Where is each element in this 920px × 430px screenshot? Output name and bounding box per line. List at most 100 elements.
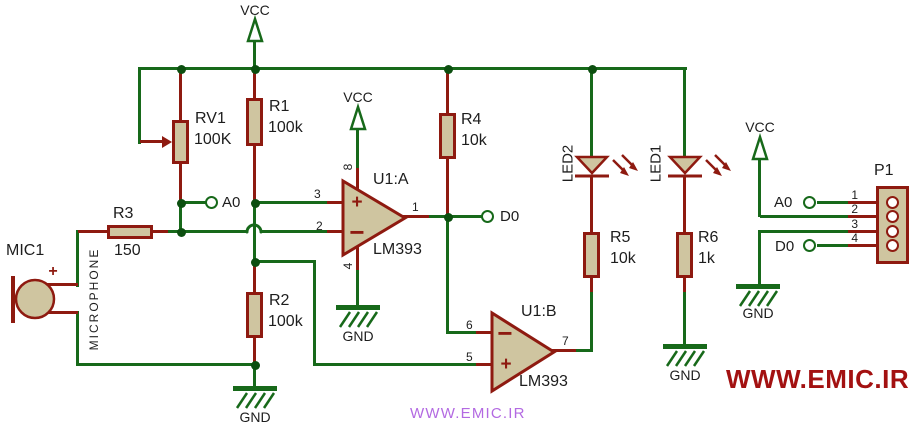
wire-hop-icon <box>245 223 263 234</box>
wire <box>78 363 257 366</box>
u1a-minus-sign: − <box>349 217 365 247</box>
u1b-pin7-label: 7 <box>562 334 569 348</box>
wire <box>446 217 449 334</box>
r1-value-label: 100k <box>268 119 303 136</box>
pin-lead <box>46 311 78 314</box>
pin-lead <box>848 201 886 204</box>
vcc-arrow-icon <box>246 14 264 43</box>
p1-pin1-number: 1 <box>851 188 858 202</box>
junction-dot <box>177 199 186 208</box>
pin-lead <box>476 363 493 366</box>
pin-lead <box>848 215 886 218</box>
wire <box>356 129 359 170</box>
wire <box>315 363 492 366</box>
rv1-value-label: 100K <box>194 131 232 148</box>
pin-lead <box>848 230 886 233</box>
u1a-plus-sign: + <box>351 192 363 213</box>
pin-lead <box>78 230 107 233</box>
gnd-label-u1a: GND <box>342 328 374 344</box>
wire <box>138 67 141 144</box>
r6-ref-label: R6 <box>698 229 719 246</box>
terminal-d0-left-label: D0 <box>500 208 520 225</box>
pin-lead <box>356 244 359 270</box>
pin-lead <box>253 146 256 205</box>
u1a-pin4-label: 4 <box>341 262 355 270</box>
pin-lead <box>476 331 493 334</box>
pin-lead <box>327 201 344 204</box>
u1b-plus-sign: + <box>500 354 512 375</box>
p1-pin-1 <box>886 196 899 209</box>
u1b-part-label: LM393 <box>519 373 568 390</box>
pin-lead <box>179 70 182 120</box>
wire <box>313 260 316 366</box>
wire <box>262 230 343 233</box>
gnd-symbol-icon <box>663 344 707 367</box>
junction-dot <box>251 361 260 370</box>
wire <box>758 231 761 285</box>
led1-icon <box>667 154 731 178</box>
pin-lead <box>446 158 449 218</box>
terminal-a0-left-label: A0 <box>222 194 241 211</box>
pin-lead <box>446 70 449 113</box>
junction-dot <box>588 65 597 74</box>
wire <box>255 260 315 263</box>
resistor-r6-body <box>676 232 693 278</box>
wire <box>683 67 686 158</box>
vcc-label-top: VCC <box>240 2 270 18</box>
resistor-r1-body <box>246 98 263 146</box>
p1-pin-4 <box>886 239 899 252</box>
r5-value-label: 10k <box>610 250 636 267</box>
u1a-part-label: LM393 <box>373 241 422 258</box>
wire <box>181 201 207 204</box>
pin-lead <box>356 168 359 194</box>
junction-dot <box>251 258 260 267</box>
u1a-pin1-label: 1 <box>412 200 419 214</box>
wire <box>403 215 482 218</box>
u1a-pin8-label: 8 <box>341 163 355 171</box>
junction-dot <box>444 213 453 222</box>
wire <box>590 67 593 158</box>
watermark-text: WWW.EMIC.IR <box>410 405 526 422</box>
gnd-symbol-icon <box>336 305 380 328</box>
wire <box>758 230 880 233</box>
junction-dot <box>444 65 453 74</box>
r6-value-label: 1k <box>698 250 715 267</box>
p1-ref-label: P1 <box>874 162 894 179</box>
microphone-icon <box>11 276 56 323</box>
r2-value-label: 100k <box>268 313 303 330</box>
terminal-a0-right <box>803 196 816 209</box>
wire <box>590 290 593 352</box>
wire <box>140 67 687 70</box>
wiper-arrow-icon <box>162 136 172 148</box>
vcc-arrow-icon <box>349 102 367 131</box>
pin-lead <box>848 244 886 247</box>
p1-pin3-number: 3 <box>851 217 858 231</box>
microphone-label: MICROPHONE <box>87 247 101 351</box>
gnd-symbol-icon <box>736 284 780 307</box>
terminal-d0-left <box>481 210 494 223</box>
wire <box>683 290 686 345</box>
pin-lead <box>590 277 593 292</box>
rv1-ref-label: RV1 <box>195 110 226 127</box>
pin-lead <box>552 349 576 352</box>
gnd-label-r6: GND <box>669 367 701 383</box>
p1-pin-2 <box>886 210 899 223</box>
junction-dot <box>177 228 186 237</box>
pin-lead <box>590 176 593 232</box>
r3-ref-label: R3 <box>113 205 134 222</box>
pin-lead <box>327 230 344 233</box>
wire <box>181 230 247 233</box>
junction-dot <box>177 65 186 74</box>
wire <box>448 331 492 334</box>
pin-lead <box>140 140 164 143</box>
wire <box>76 311 79 366</box>
opamp-u1a-icon <box>341 178 408 258</box>
p1-pin2-number: 2 <box>851 202 858 216</box>
u1b-ref-label: U1:B <box>521 303 557 320</box>
led2-icon <box>574 154 638 178</box>
terminal-d0-right <box>803 239 816 252</box>
r1-ref-label: R1 <box>269 98 290 115</box>
u1b-pin6-label: 6 <box>466 318 473 332</box>
junction-dot <box>251 65 260 74</box>
r2-ref-label: R2 <box>269 292 290 309</box>
